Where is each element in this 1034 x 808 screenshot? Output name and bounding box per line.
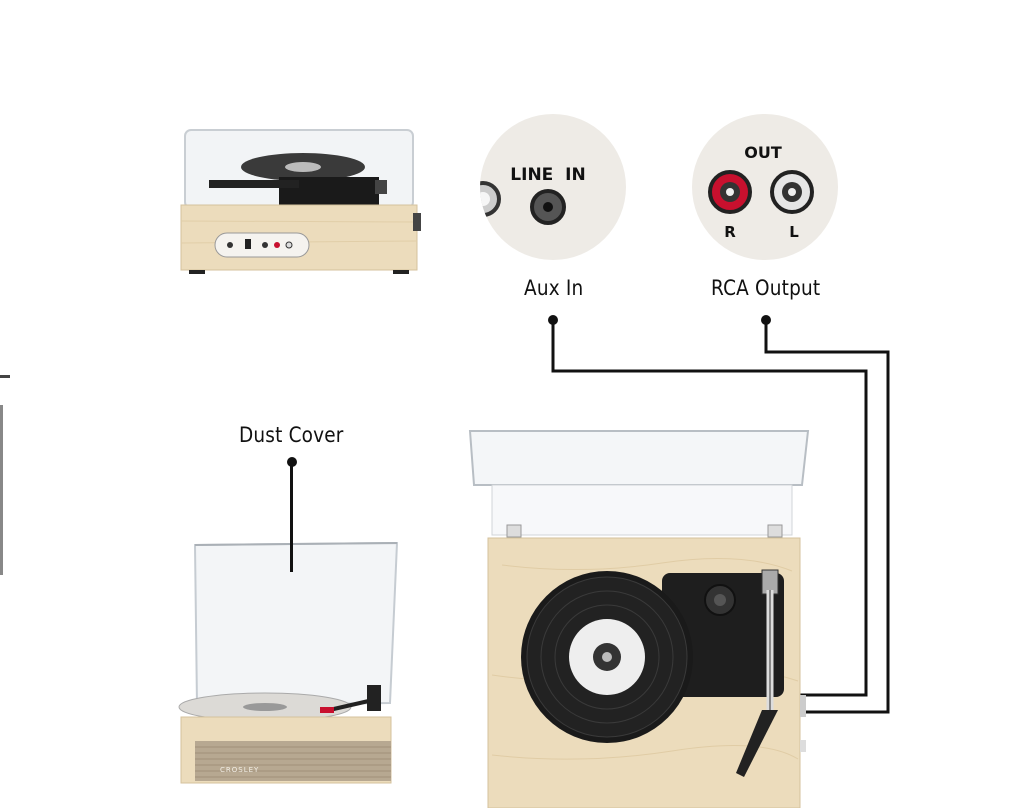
aux-in-callout-dot [548,315,558,325]
right-channel-text: R [724,223,736,241]
line-in-text: LINE IN [510,165,585,185]
rca-output-callout-dot [761,315,771,325]
rca-output-label: RCA Output [711,276,821,300]
aux-in-label: Aux In [524,276,584,300]
edge-fragment [0,375,10,580]
turntable-front-view [180,129,421,274]
brand-logo-text: CROSLEY [220,766,259,774]
turntable-cover-open: CROSLEY [178,541,399,784]
line-in-port-closeup: LINE IN [480,114,626,260]
turntable-top-view [468,430,810,808]
left-channel-text: L [789,223,799,241]
rca-output-closeup: OUT R L [692,114,838,260]
dust-cover-callout-line [290,462,293,572]
dust-cover-label: Dust Cover [239,423,344,447]
out-text: OUT [744,143,782,162]
